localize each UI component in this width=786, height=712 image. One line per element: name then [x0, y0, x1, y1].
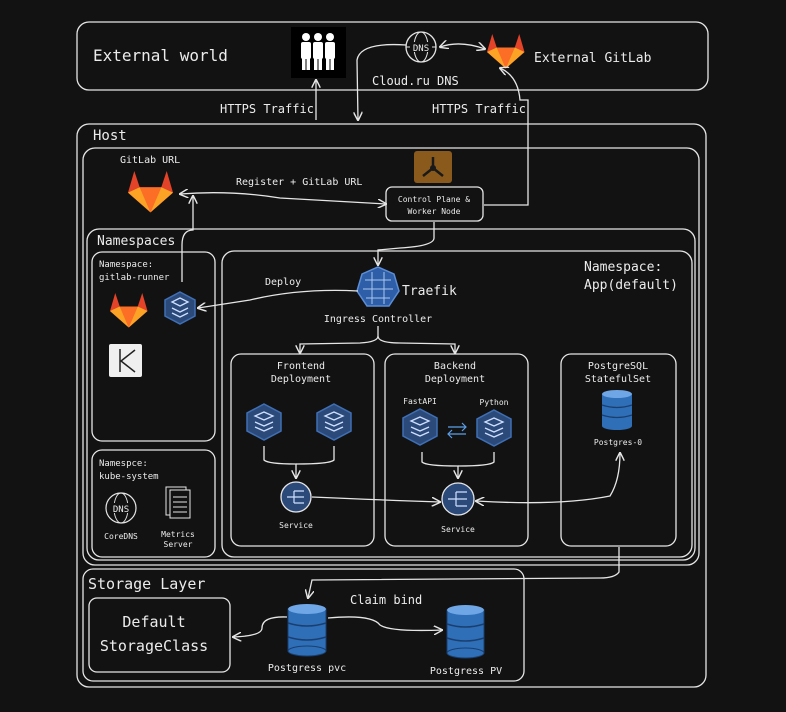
frontend-line1: Frontend	[277, 361, 325, 372]
storage-layer-title: Storage Layer	[88, 575, 205, 593]
dns-to-host-arrow	[357, 43, 407, 120]
control-to-gitlab-arrow	[484, 68, 529, 206]
cloud-dns-label: Cloud.ru DNS	[372, 74, 459, 88]
host-frame	[76, 123, 707, 688]
external-world-title: External world	[93, 46, 228, 65]
kube-system-namespace	[91, 449, 216, 558]
traefik-label: Traefik	[402, 284, 457, 299]
cluster-frame	[82, 147, 700, 566]
dns-gitlab-arrow	[440, 44, 485, 49]
ingress-label: Ingress Controller	[324, 314, 432, 325]
namespaces-title: Namespaces	[97, 234, 175, 249]
frontend-service-icon	[280, 481, 312, 513]
deploy-label: Deploy	[265, 277, 301, 288]
gitlab-runner-namespace	[91, 251, 216, 442]
app-ns-line2: App(default)	[584, 278, 678, 293]
host-title: Host	[93, 128, 127, 144]
claim-bind-arrow	[327, 616, 442, 631]
https-traffic-right: HTTPS Traffic	[432, 102, 526, 116]
gitlab-runner-icon	[110, 293, 148, 328]
backend-line1: Backend	[434, 361, 476, 372]
frontend-to-backend-service-arrow	[311, 496, 440, 502]
pvc-to-storageclass-arrow	[233, 616, 288, 637]
dns-icon-text: DNS	[413, 44, 429, 54]
python-pod-icon	[476, 409, 512, 447]
gitlab-logo-icon	[487, 34, 525, 69]
app-ns-line1: Namespace:	[584, 260, 662, 275]
runner-to-gitlab-url-arrow	[181, 196, 193, 282]
namespaces-frame	[86, 228, 696, 561]
https-traffic-left: HTTPS Traffic	[220, 102, 314, 116]
register-label: Register + GitLab URL	[236, 177, 362, 188]
metrics-server-icon	[165, 486, 191, 519]
control-plane-box	[385, 186, 484, 222]
runner-pod-icon	[164, 291, 196, 325]
gitlab-url-label: GitLab URL	[120, 155, 180, 166]
kube-ns-line1: Namespce:	[99, 459, 148, 469]
frontend-pod-2-icon	[316, 403, 352, 441]
fastapi-label: FastAPI	[403, 397, 437, 406]
frontend-deployment	[230, 353, 375, 547]
frontend-line2: Deployment	[271, 374, 331, 385]
coredns-icon-text: DNS	[113, 505, 129, 515]
deploy-arrow	[198, 289, 359, 308]
postgres-db-icon	[601, 390, 633, 430]
users-icon	[291, 27, 346, 78]
fpod2-to-service-arrow	[295, 446, 335, 465]
storageclass-line2: StorageClass	[100, 637, 208, 655]
runner-ns-line2: gitlab-runner	[99, 273, 170, 283]
gitlab-url-logo-icon	[128, 171, 173, 213]
register-arrow	[180, 193, 386, 204]
backend-service-label: Service	[441, 525, 475, 534]
pvc-label: Postgress pvc	[268, 663, 346, 674]
runner-ns-line1: Namespace:	[99, 260, 153, 270]
control-plane-icon	[414, 151, 452, 183]
backend-deployment	[384, 353, 529, 547]
kube-ns-line2: kube-system	[99, 472, 159, 482]
frontend-service-label: Service	[279, 521, 313, 530]
fpod1-to-service-arrow	[263, 446, 296, 478]
frontend-pod-1-icon	[246, 403, 282, 441]
control-to-traefik-arrow	[378, 222, 435, 265]
coredns-label: CoreDNS	[104, 532, 138, 541]
postgres-ss-line2: StatefulSet	[585, 374, 651, 385]
external-gitlab-label: External GitLab	[534, 51, 652, 66]
python-to-service-arrow	[457, 452, 495, 467]
postgres-to-pvc-arrow	[308, 547, 620, 598]
postgres0-label: Postgres-0	[594, 438, 642, 447]
pv-db-icon	[446, 605, 485, 659]
fastapi-to-service-arrow	[421, 452, 458, 478]
storage-layer-frame	[82, 568, 525, 682]
control-plane-line1: Control Plane &	[398, 195, 470, 204]
pv-label: Postgress PV	[430, 666, 502, 677]
claim-bind-label: Claim bind	[350, 593, 422, 607]
traefik-icon	[356, 266, 400, 307]
metrics-line1: Metrics	[161, 530, 195, 539]
backend-line2: Deployment	[425, 374, 485, 385]
postgres-statefulset	[560, 353, 677, 547]
pvc-db-icon	[287, 604, 327, 657]
external-world-frame	[76, 21, 709, 91]
control-plane-line2: Worker Node	[408, 207, 461, 216]
app-namespace	[221, 250, 693, 558]
default-storageclass-box	[88, 597, 231, 673]
postgres-ss-line1: PostgreSQL	[588, 361, 648, 372]
pod-sync-icon	[447, 422, 467, 439]
fastapi-pod-icon	[402, 408, 438, 446]
kubectl-icon	[109, 344, 142, 377]
dns-globe-icon: DNS	[405, 31, 437, 63]
metrics-line2: Server	[164, 540, 193, 549]
ingress-to-backend-arrow	[377, 335, 455, 353]
python-label: Python	[480, 398, 509, 407]
backend-to-postgres-arrow	[476, 453, 620, 503]
coredns-globe-icon: DNS	[105, 492, 137, 524]
backend-service-icon	[441, 482, 475, 516]
ingress-to-frontend-arrow	[300, 326, 379, 353]
storageclass-line1: Default	[122, 613, 185, 631]
